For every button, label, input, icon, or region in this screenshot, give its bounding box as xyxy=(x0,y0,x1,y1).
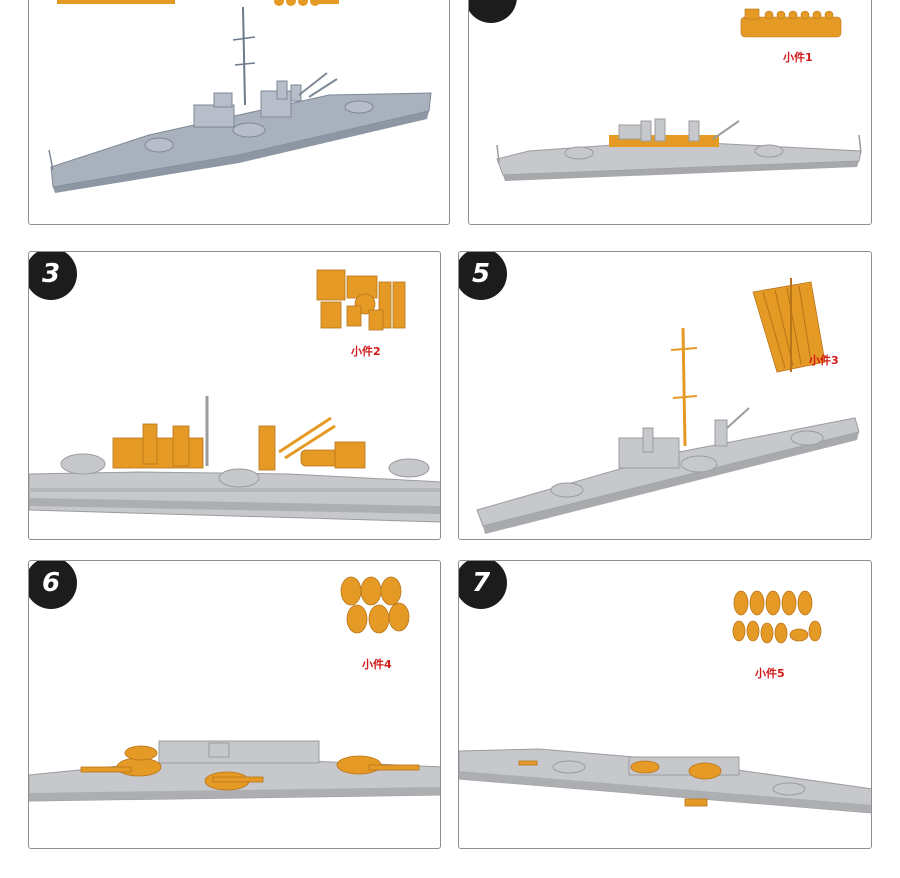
step-panel-7: 7 小件5 xyxy=(458,560,872,849)
part-label: 小件4 xyxy=(362,656,392,672)
step-number: 3 xyxy=(29,252,73,296)
ship-render-grey xyxy=(29,252,441,540)
ship-render-blue xyxy=(29,0,450,225)
step-badge: 3 xyxy=(29,252,77,300)
part-label: 小件5 xyxy=(755,665,785,681)
ship-render-grey xyxy=(29,561,441,849)
step-panel-3: 3 小件2 xyxy=(28,251,441,540)
step-number: 6 xyxy=(29,561,73,605)
ship-render-grey xyxy=(469,0,872,225)
step-badge: 7 xyxy=(459,561,507,609)
step-number: 5 xyxy=(459,252,503,296)
part-label: 小件3 xyxy=(809,352,839,368)
step-panel-5: 5 小件3 xyxy=(458,251,872,540)
step-panel-1 xyxy=(28,0,450,225)
part-label: 小件2 xyxy=(351,343,381,359)
step-panel-2: 小件1 xyxy=(468,0,872,225)
step-number: 7 xyxy=(459,561,503,605)
step-badge: 6 xyxy=(29,561,77,609)
step-panel-6: 6 小件4 xyxy=(28,560,441,849)
step-badge: 5 xyxy=(459,252,507,300)
ship-render-grey xyxy=(459,252,872,540)
ship-render-grey xyxy=(459,561,872,849)
part-label: 小件1 xyxy=(783,49,813,65)
